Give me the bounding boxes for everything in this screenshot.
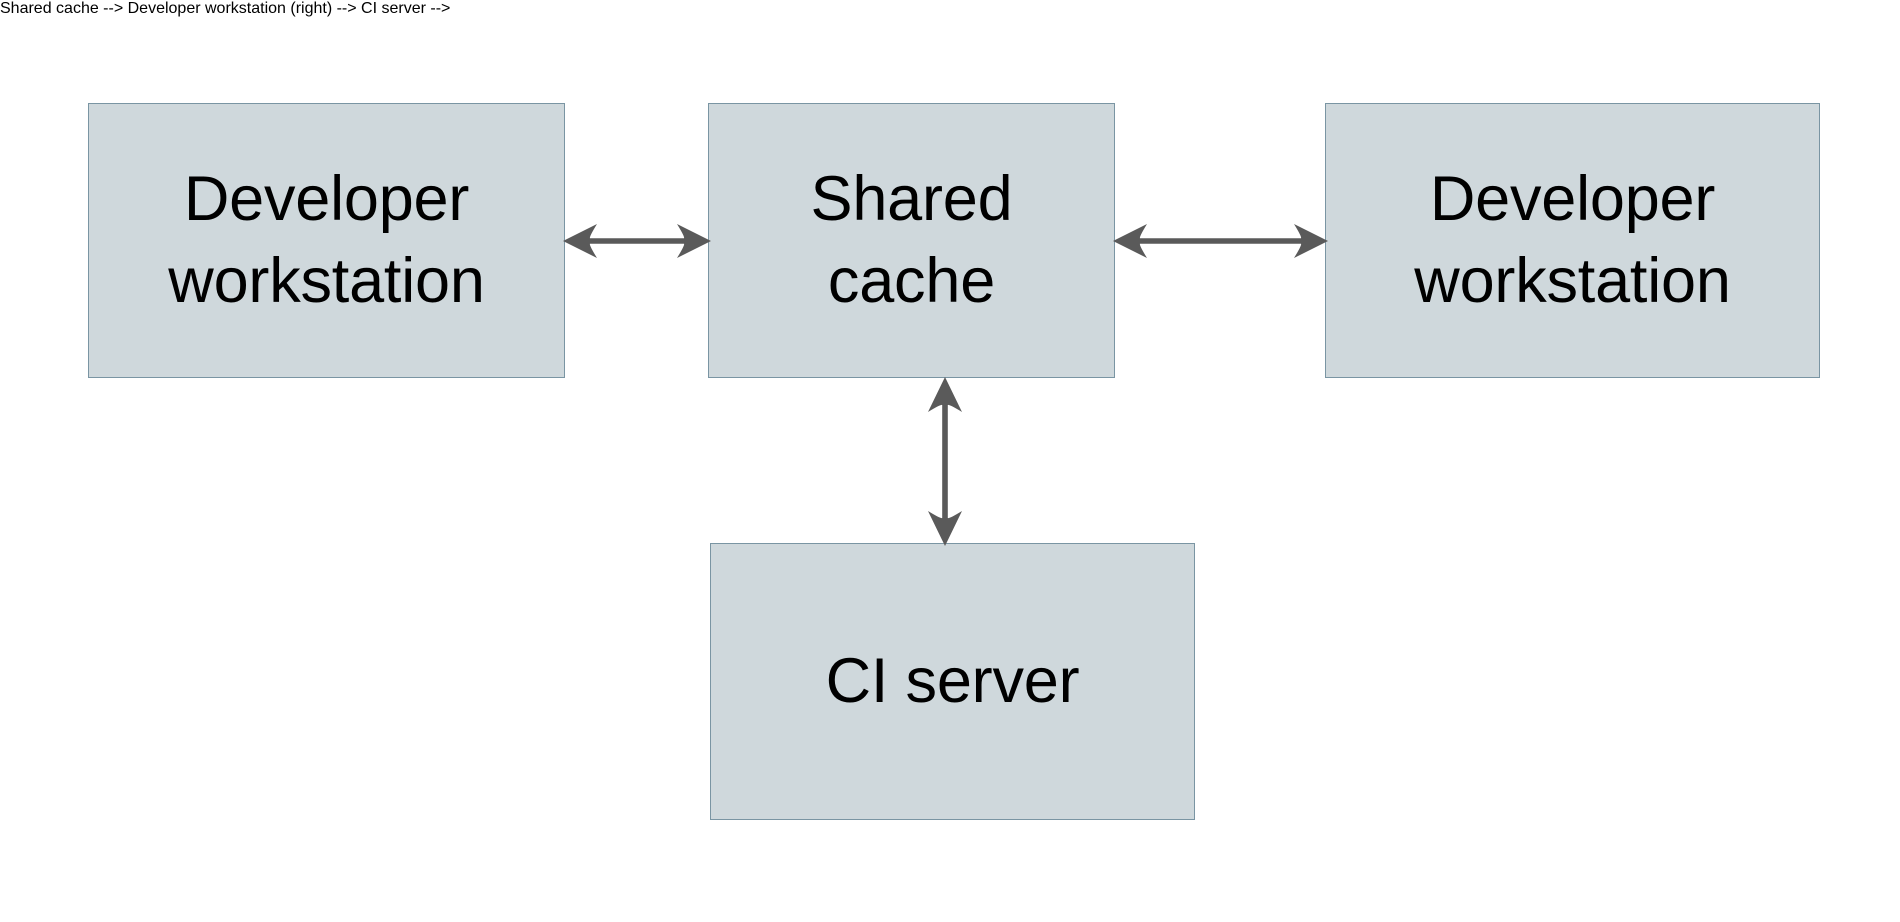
edge-developer-left-to-shared-cache-bidirectional-arrow[interactable] [562,206,712,276]
double-headed-arrow-icon [1113,224,1328,258]
node-label: Developer workstation [168,163,485,316]
double-headed-arrow-icon [928,377,962,546]
node-label: CI server [825,645,1080,716]
node-developer-workstation-left[interactable]: Developer workstation [88,103,565,378]
node-shared-cache[interactable]: Shared cache [708,103,1115,378]
node-label: Developer workstation [1414,163,1731,316]
edge-shared-cache-to-ci-server-bidirectional-arrow[interactable] [910,376,980,547]
edge-shared-cache-to-developer-right-bidirectional-arrow[interactable] [1112,206,1329,276]
node-ci-server[interactable]: CI server [710,543,1195,820]
node-developer-workstation-right[interactable]: Developer workstation [1325,103,1820,378]
double-headed-arrow-icon [563,224,711,258]
node-label: Shared cache [810,163,1013,316]
